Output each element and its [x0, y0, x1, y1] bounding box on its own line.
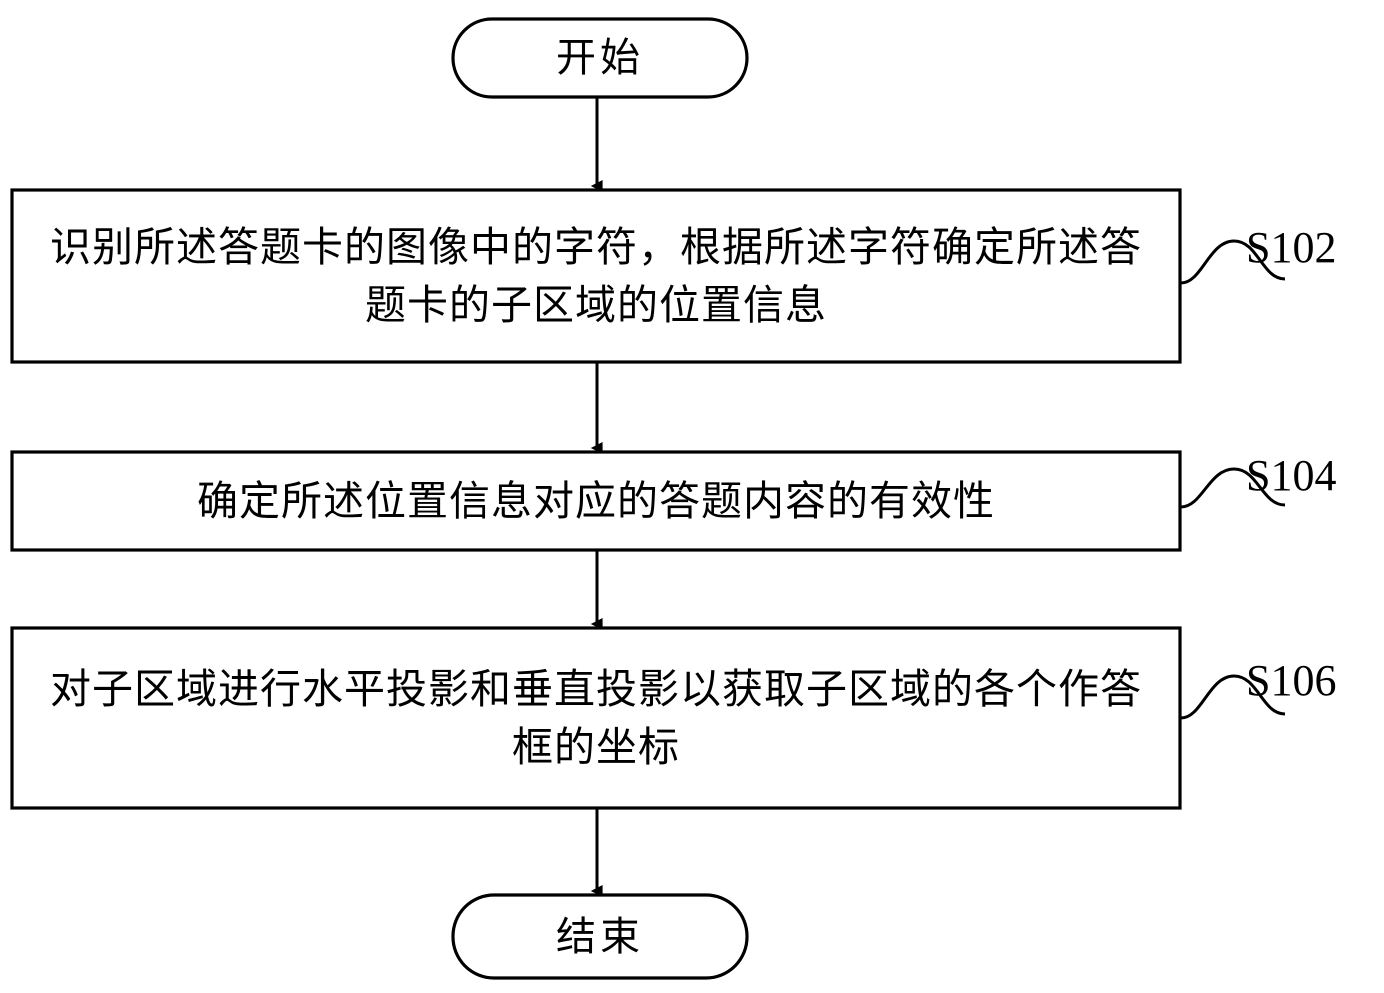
step-label-s102: S102 [1246, 223, 1337, 272]
s102-node[interactable] [12, 190, 1180, 362]
s102-leader-line [1180, 239, 1286, 285]
start-node-shape [451, 17, 749, 99]
s106-leader-line [1180, 674, 1286, 720]
end-node-shape [451, 893, 749, 980]
s104-leader-line [1180, 467, 1286, 509]
s104-node[interactable] [12, 452, 1180, 550]
start-node[interactable] [453, 19, 747, 97]
s106-node-shape [10, 626, 1182, 810]
s102-node-shape [10, 188, 1182, 364]
step-label-s104: S104 [1246, 451, 1337, 500]
s106-node[interactable] [12, 628, 1180, 808]
step-label-s106: S106 [1246, 656, 1337, 705]
s104-node-shape [10, 450, 1182, 552]
end-node[interactable] [453, 895, 747, 978]
